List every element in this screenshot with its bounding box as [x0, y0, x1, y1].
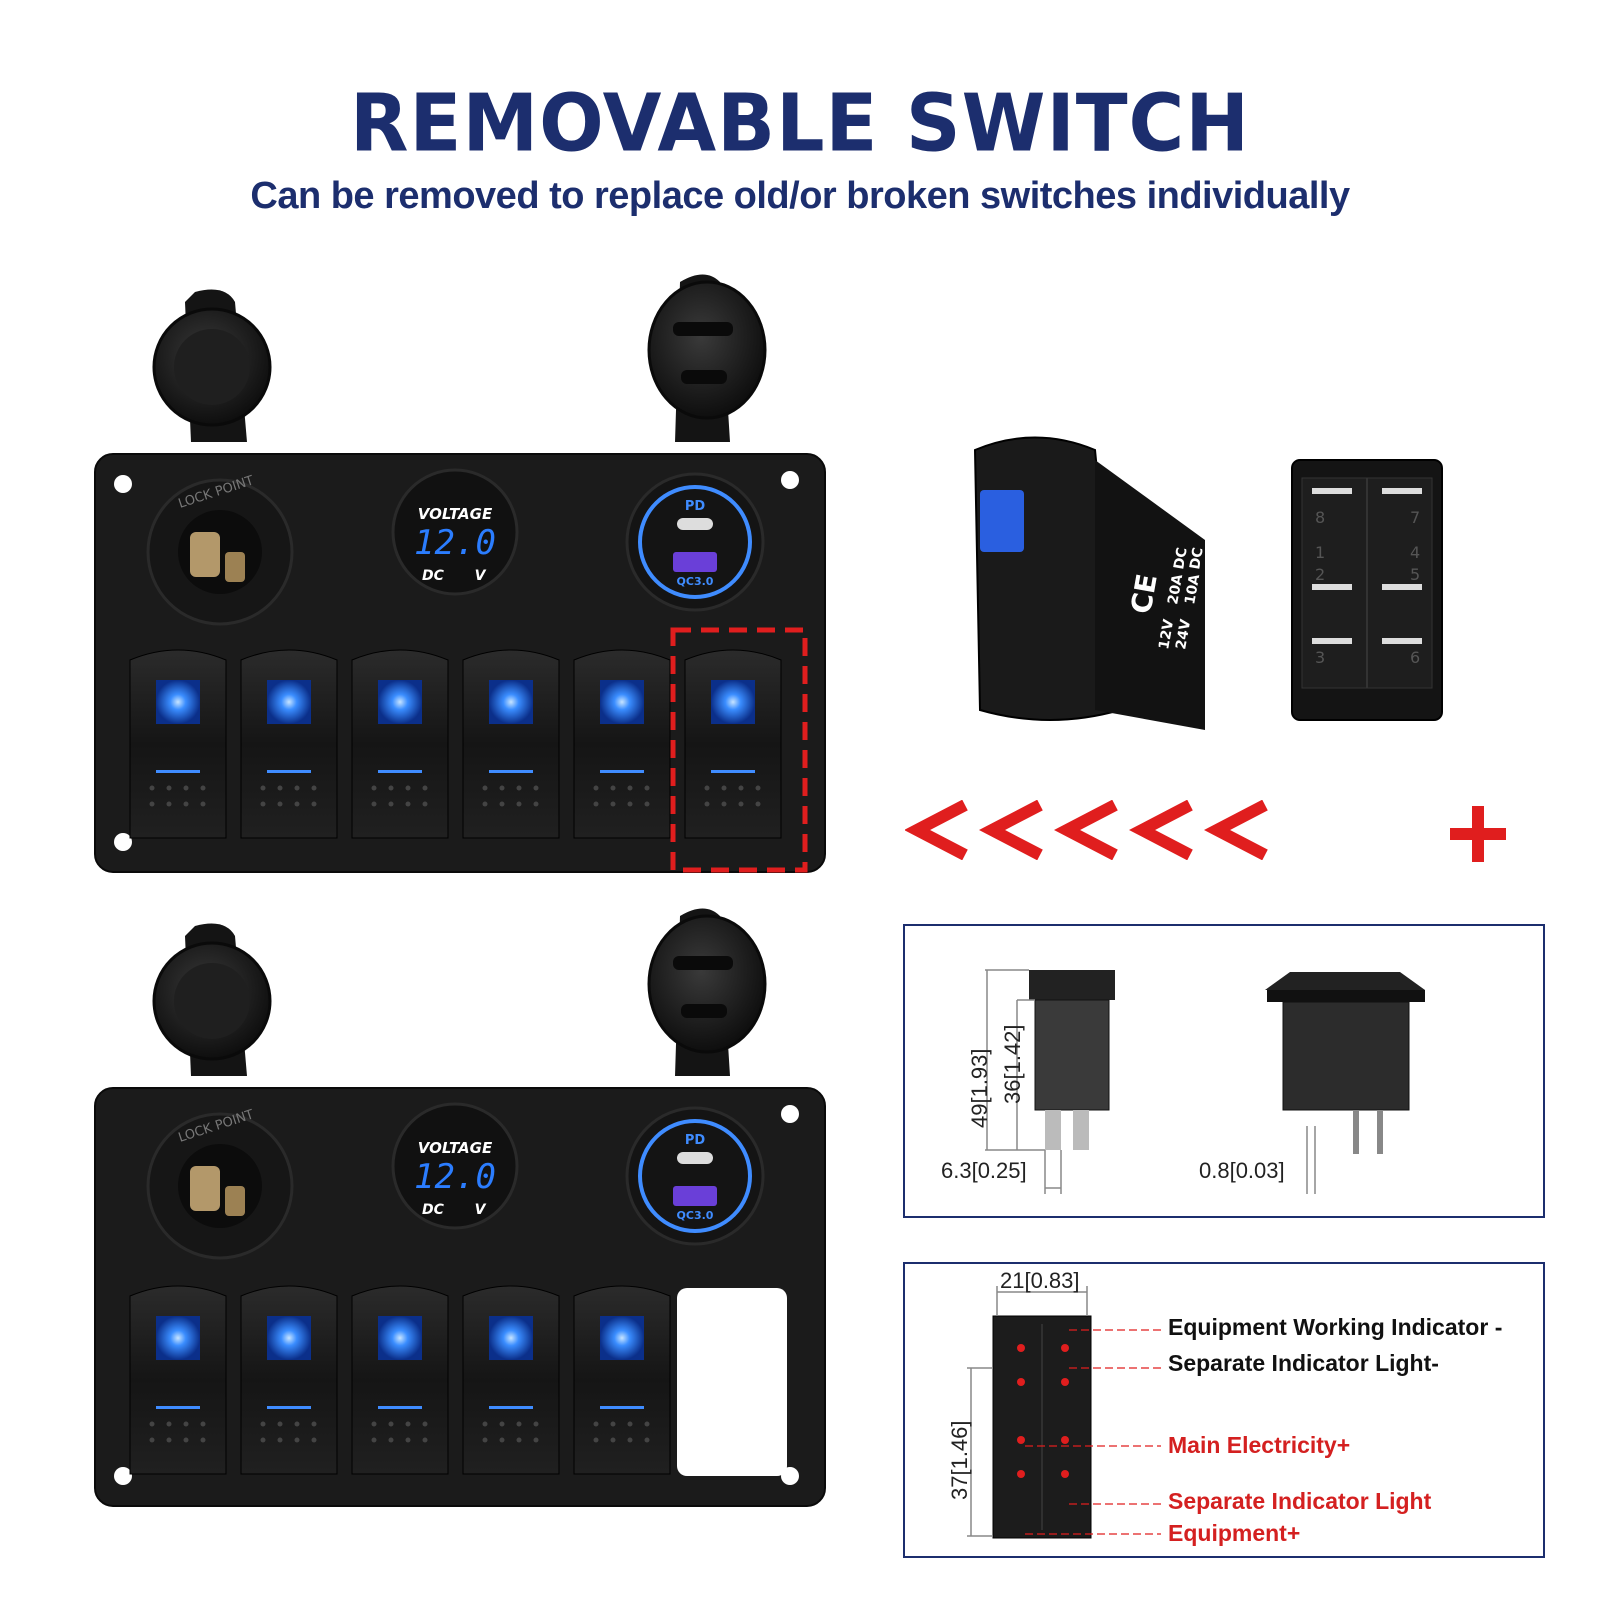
rocker-switch[interactable]	[684, 649, 782, 839]
legend-main-electricity: Main Electricity+	[1168, 1432, 1351, 1458]
pin-7: 7	[1410, 508, 1420, 527]
rating-dc-2: DC	[1187, 546, 1207, 570]
voltmeter-label: VOLTAGE	[418, 505, 493, 523]
usb-qc-label: QC3.0	[677, 1209, 714, 1222]
rocker-switch[interactable]	[573, 649, 671, 839]
dim-height-total: 49[1.93]	[967, 1048, 992, 1128]
rocker-switch[interactable]	[351, 649, 449, 839]
voltmeter-dc: DC	[422, 568, 445, 584]
chevron-left-icon	[905, 800, 968, 860]
rocker-switch[interactable]	[351, 1285, 449, 1475]
rocker-switch[interactable]	[240, 1285, 338, 1475]
pin-2: 2	[1315, 565, 1325, 584]
switch-panel-bottom: LOCK POINT VOLTAGE 12.0 DC V PD QC3.0	[85, 896, 845, 1507]
pin-1: 1	[1315, 543, 1325, 562]
plus-icon	[1450, 806, 1506, 862]
page-subtitle: Can be removed to replace old/or broken …	[250, 175, 1350, 217]
led-indicator-icon	[489, 1316, 533, 1360]
legend-working-indicator: Equipment Working Indicator -	[1168, 1314, 1503, 1340]
pin-6: 6	[1410, 648, 1420, 667]
page-title: REMOVABLE SWITCH	[350, 75, 1250, 170]
dim-height-body: 36[1.42]	[1000, 1024, 1025, 1104]
rocker-switch[interactable]	[240, 649, 338, 839]
dim-body-height: 37[1.46]	[947, 1420, 972, 1500]
dim-width: 21[0.83]	[1000, 1268, 1080, 1293]
chevron-left-icon	[979, 800, 1043, 860]
led-indicator-icon	[267, 1316, 311, 1360]
rocker-switch-row	[129, 649, 782, 839]
rating-20a: 20A	[1165, 573, 1186, 606]
legend-separate-light-pos: Separate Indicator Light	[1168, 1488, 1432, 1514]
led-indicator-icon	[600, 1316, 644, 1360]
rating-10a: 10A	[1182, 573, 1203, 606]
rating-12v: 12V	[1156, 618, 1177, 651]
wiring-drawing	[967, 1286, 1161, 1539]
voltmeter-label: VOLTAGE	[418, 1139, 493, 1157]
rocker-switch-front: CE 12V 24V 20A 10A DC DC	[973, 436, 1207, 730]
pin-3: 3	[1315, 648, 1325, 667]
chevron-left-icon	[1054, 800, 1118, 860]
dim-pin-width: 6.3[0.25]	[941, 1158, 1027, 1183]
led-indicator-icon	[378, 680, 422, 724]
rocker-switch[interactable]	[462, 649, 560, 839]
voltmeter-reading: 12.0	[414, 523, 496, 563]
led-indicator-icon	[489, 680, 533, 724]
pin-5: 5	[1410, 565, 1420, 584]
removed-switch-highlight	[670, 627, 808, 873]
led-indicator-icon	[711, 680, 755, 724]
dimension-drawing	[985, 969, 1425, 1194]
pin-4: 4	[1410, 543, 1420, 562]
rating-dc: DC	[1171, 546, 1191, 570]
voltmeter-dc: DC	[422, 1202, 445, 1218]
voltmeter-v: V	[475, 568, 487, 584]
led-indicator-icon	[156, 680, 200, 724]
legend-equipment-pos: Equipment+	[1168, 1520, 1301, 1546]
led-indicator-icon	[378, 1316, 422, 1360]
pin-8: 8	[1315, 508, 1325, 527]
usb-pd-label: PD	[685, 1133, 706, 1148]
switch-panel-drawing: LOCK POINT VOLTAGE 12.0 DC V PD QC3.0	[94, 274, 826, 873]
voltmeter-v: V	[475, 1202, 487, 1218]
wiring-box: 21[0.83] 37[1.46] Equipment Working Indi…	[903, 1262, 1545, 1558]
led-indicator-icon	[267, 680, 311, 724]
switch-panel-empty-drawing: LOCK POINT VOLTAGE 12.0 DC V PD QC3.0	[94, 908, 826, 1507]
rocker-switch[interactable]	[129, 1285, 227, 1475]
led-indicator-icon	[600, 680, 644, 724]
rocker-switch[interactable]	[573, 1285, 671, 1475]
switch-panel-top: LOCK POINT VOLTAGE 12.0 DC V PD QC3.0	[85, 262, 845, 873]
rocker-switch-back: 8 7 1 4 2 5 3 6	[1291, 459, 1443, 721]
ce-mark: CE	[1124, 571, 1163, 616]
rocker-switch-row	[129, 1285, 671, 1475]
voltmeter-reading: 12.0	[414, 1157, 496, 1197]
dimensions-box: 49[1.93] 36[1.42] 6.3[0.25] 0.8[0.03]	[903, 924, 1545, 1218]
usb-qc-label: QC3.0	[677, 575, 714, 588]
dim-pin-thickness: 0.8[0.03]	[1199, 1158, 1285, 1183]
empty-switch-slot	[677, 1288, 787, 1476]
legend-separate-light-neg: Separate Indicator Light-	[1168, 1350, 1439, 1376]
rating-24v: 24V	[1173, 618, 1194, 651]
led-indicator-icon	[156, 1316, 200, 1360]
usb-pd-label: PD	[685, 499, 706, 514]
chevron-left-icon	[1129, 800, 1193, 860]
chevron-left-icon	[1204, 800, 1268, 860]
rocker-switch[interactable]	[462, 1285, 560, 1475]
rocker-switch[interactable]	[129, 649, 227, 839]
insert-arrows	[905, 800, 1268, 860]
